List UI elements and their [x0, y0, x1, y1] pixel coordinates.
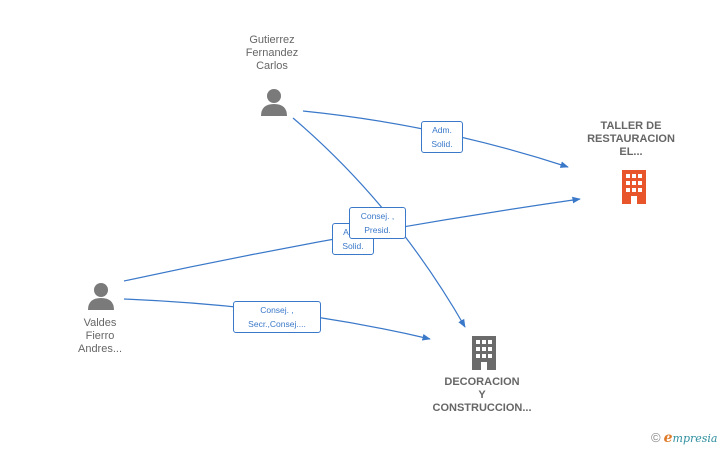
- edge-label-gutierrez-decoracion[interactable]: Consej. , Presid.: [349, 207, 406, 239]
- copyright-symbol: ©: [651, 430, 661, 445]
- person-icon[interactable]: [86, 282, 116, 310]
- node-label-decoracion: DECORACION Y CONSTRUCCION...: [432, 376, 532, 414]
- node-label-valdes: Valdes Fierro Andres...: [77, 317, 123, 355]
- node-label-taller: TALLER DE RESTAURACION EL...: [587, 120, 675, 158]
- building-icon[interactable]: [619, 170, 649, 204]
- building-icon[interactable]: [469, 336, 499, 370]
- person-icon[interactable]: [259, 88, 289, 116]
- edge-label-gutierrez-taller[interactable]: Adm. Solid.: [421, 121, 463, 153]
- node-label-gutierrez: Gutierrez Fernandez Carlos: [245, 34, 299, 72]
- edge-label-valdes-decoracion[interactable]: Consej. , Secr.,Consej....: [233, 301, 321, 333]
- empresia-logo: empresia: [663, 430, 718, 446]
- brand-footer[interactable]: ©empresia: [651, 430, 717, 446]
